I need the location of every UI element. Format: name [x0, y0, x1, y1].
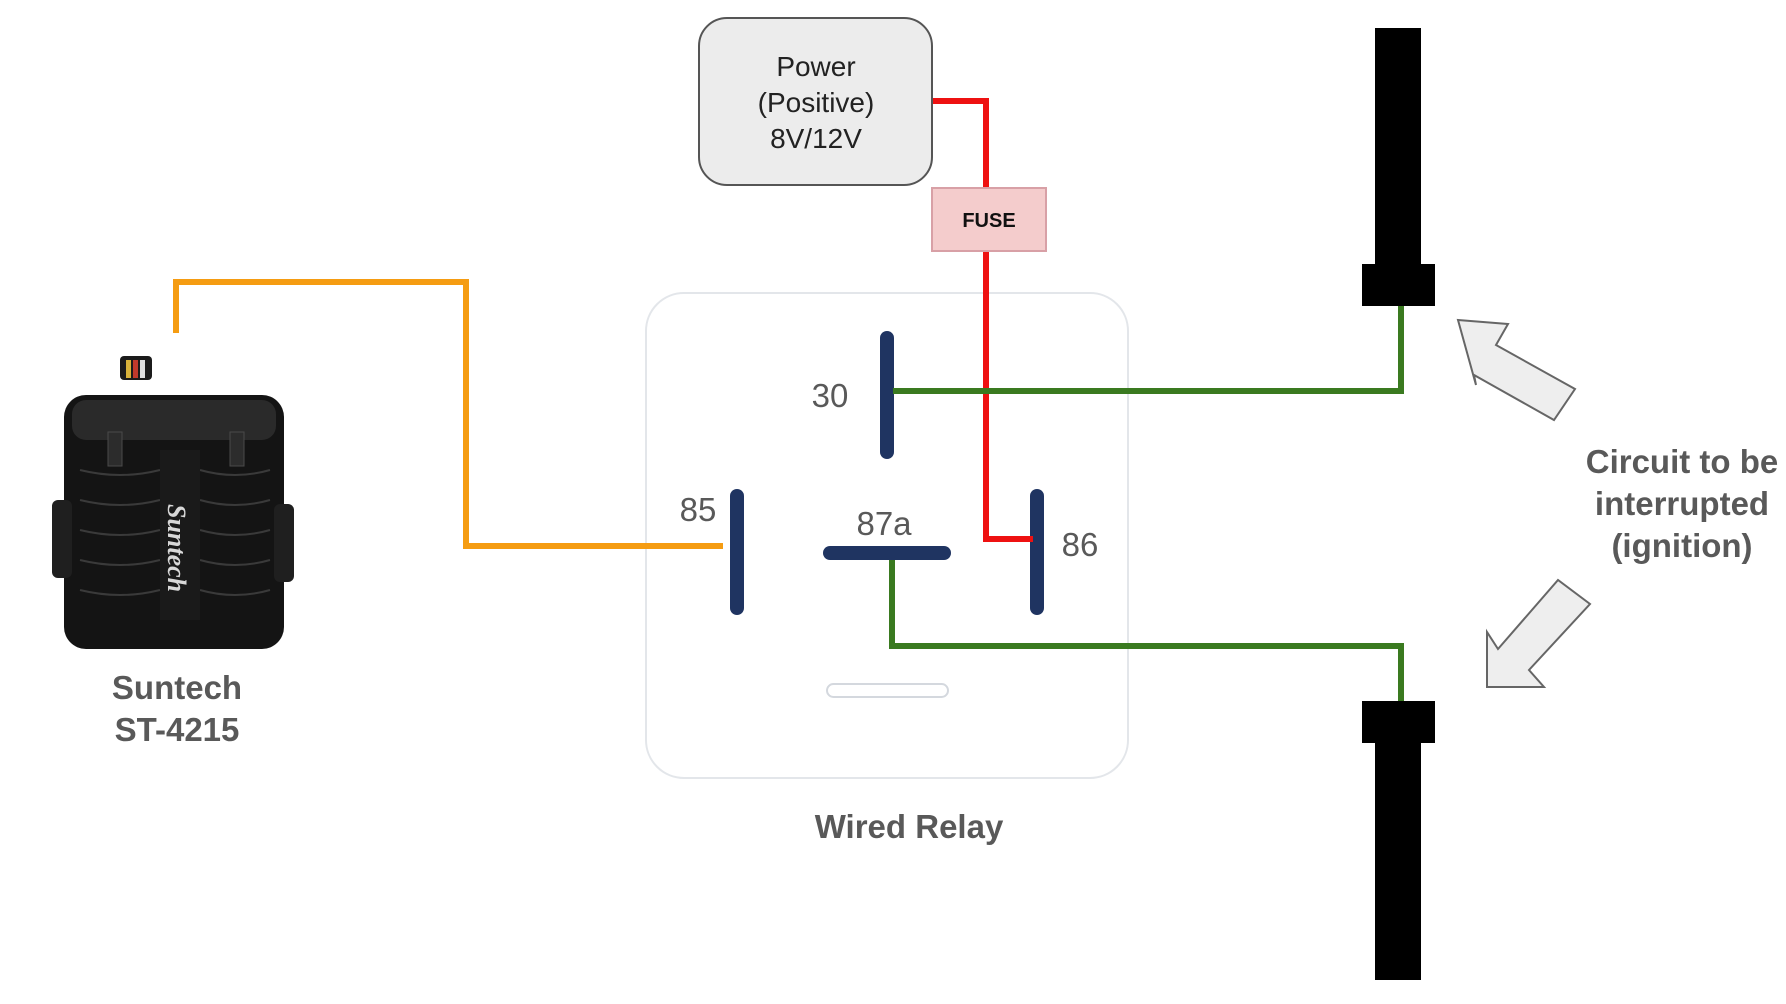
ignition-connector-bottom: [1362, 701, 1435, 980]
suntech-device-image: Suntech: [52, 356, 294, 649]
pin-label-87a: 87a: [856, 505, 912, 542]
pin-label-86: 86: [1062, 526, 1099, 563]
arrow-down-left-icon: [1486, 578, 1592, 688]
circuit-wire-top: [893, 305, 1404, 394]
relay-body: [645, 292, 1129, 779]
pin-label-85: 85: [680, 491, 717, 528]
device-label-line-2: ST-4215: [115, 711, 240, 748]
device-label-line-1: Suntech: [112, 669, 242, 706]
signal-wire: [173, 279, 723, 549]
arrow-up-left-icon: [1456, 318, 1577, 422]
power-source-box: [698, 17, 933, 186]
relay-slot: [826, 683, 949, 698]
circuit-label-line-3: (ignition): [1611, 527, 1752, 564]
power-label-line-1: Power: [776, 51, 855, 82]
fuse-label: FUSE: [962, 210, 1015, 232]
fuse-box: [931, 187, 1047, 252]
circuit-label-line-2: interrupted: [1595, 485, 1769, 522]
power-wire: [932, 98, 1033, 542]
ignition-connector-top: [1362, 28, 1435, 306]
circuit-label-line-1: Circuit to be: [1586, 443, 1779, 480]
power-label-line-3: 8V/12V: [770, 123, 862, 154]
pin-label-30: 30: [812, 377, 849, 414]
power-label-line-2: (Positive): [758, 87, 875, 118]
relay-caption: Wired Relay: [815, 808, 1004, 845]
circuit-wire-bottom: [889, 560, 1404, 703]
suntech-brand-text: Suntech: [162, 504, 191, 592]
